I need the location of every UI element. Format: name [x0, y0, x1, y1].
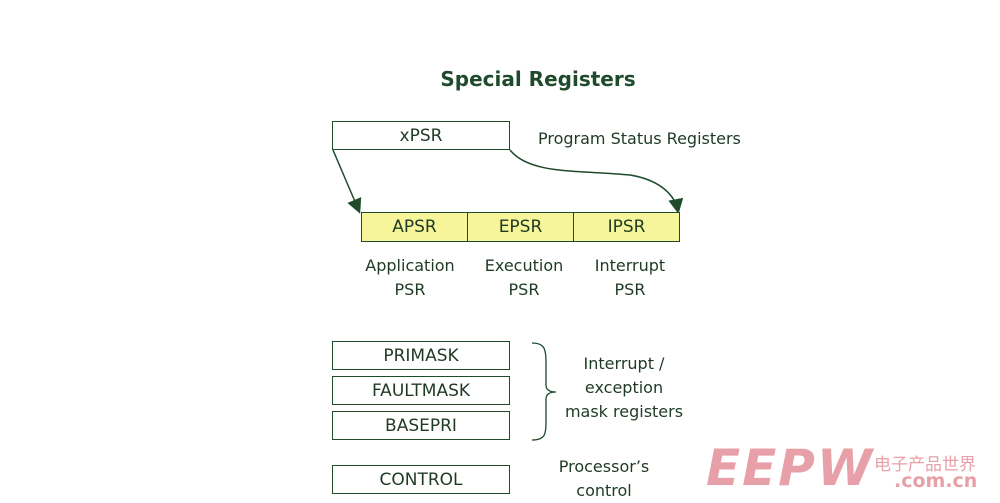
- apsr-register-box: APSR: [361, 212, 468, 242]
- apsr-desc-line1: Application: [365, 256, 455, 275]
- epsr-label: EPSR: [498, 217, 543, 237]
- basepri-register-box: BASEPRI: [332, 411, 510, 440]
- ipsr-desc-line2: PSR: [614, 280, 646, 299]
- control-desc-line2: control: [576, 481, 632, 500]
- diagram-title: Special Registers: [440, 67, 636, 91]
- arrow-to-apsr: [332, 149, 362, 214]
- basepri-label: BASEPRI: [385, 415, 457, 436]
- apsr-description: Application PSR: [350, 254, 470, 302]
- faultmask-label: FAULTMASK: [371, 380, 471, 401]
- ipsr-register-box: IPSR: [573, 212, 680, 242]
- faultmask-register-box: FAULTMASK: [332, 376, 510, 405]
- watermark-chinese-text: 电子产品世界: [874, 455, 976, 475]
- control-register-box: CONTROL: [332, 465, 510, 494]
- apsr-desc-line2: PSR: [394, 280, 426, 299]
- mask-desc-line2: exception: [584, 378, 664, 397]
- epsr-description: Execution PSR: [464, 254, 584, 302]
- apsr-label: APSR: [392, 217, 437, 237]
- mask-desc-line3: mask registers: [564, 402, 684, 421]
- xpsr-register-box: xPSR: [332, 121, 510, 150]
- epsr-register-box: EPSR: [467, 212, 574, 242]
- mask-desc-line1: Interrupt /: [583, 354, 665, 373]
- epsr-desc-line1: Execution: [484, 256, 564, 275]
- control-label: CONTROL: [379, 469, 463, 490]
- epsr-desc-line2: PSR: [508, 280, 540, 299]
- xpsr-label: xPSR: [399, 125, 443, 146]
- eepw-watermark-logo: EEPW: [706, 439, 875, 497]
- arrow-to-ipsr: [509, 149, 684, 214]
- ipsr-description: Interrupt PSR: [570, 254, 690, 302]
- mask-brace: [531, 342, 557, 441]
- control-description: Processor’s control: [540, 455, 668, 503]
- ipsr-desc-line1: Interrupt: [594, 256, 666, 275]
- ipsr-label: IPSR: [607, 217, 646, 237]
- mask-description: Interrupt / exception mask registers: [556, 352, 692, 424]
- xpsr-description: Program Status Registers: [538, 129, 741, 148]
- primask-label: PRIMASK: [383, 345, 459, 366]
- control-desc-line1: Processor’s: [558, 457, 650, 476]
- primask-register-box: PRIMASK: [332, 341, 510, 370]
- watermark-domain: .com.cn: [894, 470, 978, 492]
